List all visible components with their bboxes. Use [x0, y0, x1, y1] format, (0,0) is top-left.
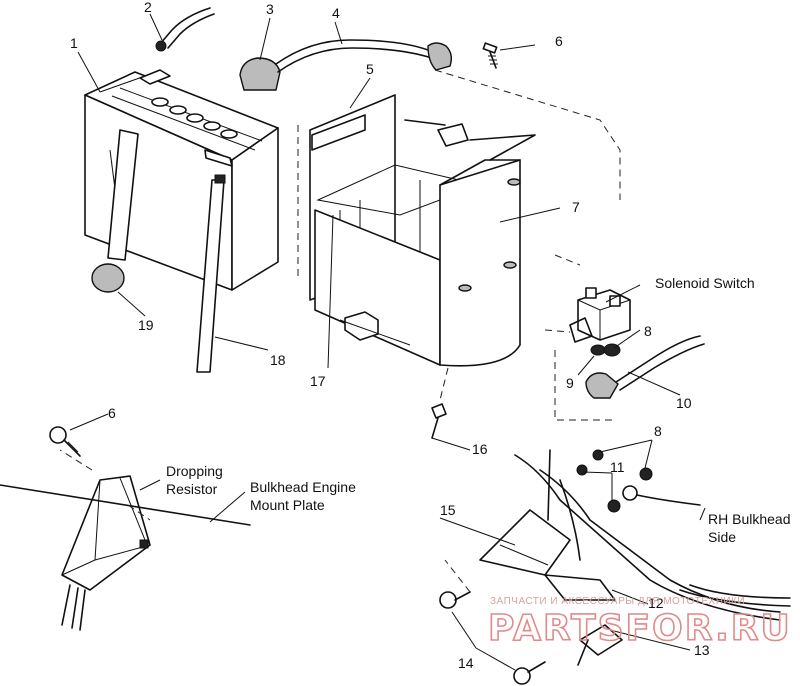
callout-6-left: 6	[108, 405, 116, 421]
starter-cable	[585, 335, 705, 399]
callout-13: 13	[694, 642, 710, 658]
bolts-14	[439, 591, 546, 685]
callout-2: 2	[144, 0, 152, 15]
leader-lines	[69, 13, 706, 671]
callout-numbers: 1 2 3 4 5 6 6 7 8 8 9 10 11 12 13 14 15 …	[70, 0, 710, 671]
callout-4: 4	[332, 5, 340, 21]
bolt-top	[482, 42, 498, 69]
label-dropping: Dropping	[166, 463, 223, 479]
callout-5: 5	[366, 61, 374, 77]
callout-9: 9	[566, 375, 574, 391]
bolt-resistor	[49, 426, 81, 457]
battery-cable-negative	[155, 7, 215, 52]
callout-8-solenoid: 8	[644, 323, 652, 339]
bolt-bottom	[431, 403, 447, 439]
phantom-lines	[59, 69, 621, 593]
text-labels: Solenoid Switch Dropping Resistor Bulkhe…	[166, 275, 791, 545]
watermark-tagline: ЗАПЧАСТИ И АКСЕССУАРЫ ДЛЯ МОТОТЕХНИКИ	[490, 596, 745, 607]
rh-bulkhead-assembly	[479, 449, 791, 666]
battery-hold-down-strap	[91, 129, 139, 293]
solenoid-switch	[569, 287, 631, 357]
callout-3: 3	[266, 1, 274, 17]
callout-10: 10	[676, 395, 692, 411]
callout-6-top: 6	[555, 33, 563, 49]
label-bulkhead-engine: Bulkhead Engine	[250, 479, 356, 495]
callout-19: 19	[138, 317, 154, 333]
label-solenoid-switch: Solenoid Switch	[655, 275, 755, 291]
callout-7: 7	[572, 199, 580, 215]
callout-1: 1	[70, 35, 78, 51]
label-rh-bulkhead: RH Bulkhead	[708, 511, 791, 527]
callout-12: 12	[648, 595, 664, 611]
callout-8-bulkhead: 8	[654, 423, 662, 439]
callout-17: 17	[310, 373, 326, 389]
watermark-logo: PARTSFOR.RU	[488, 608, 792, 649]
label-resistor: Resistor	[166, 481, 218, 497]
battery-box	[309, 94, 536, 367]
bulkhead-plate-edge	[0, 484, 251, 526]
callout-18: 18	[270, 352, 286, 368]
label-side: Side	[708, 529, 736, 545]
watermark: ЗАПЧАСТИ И АКСЕССУАРЫ ДЛЯ МОТОТЕХНИКИ PA…	[487, 596, 792, 650]
callout-16: 16	[472, 441, 488, 457]
label-mount-plate: Mount Plate	[250, 497, 325, 513]
vent-tube	[196, 174, 226, 373]
callout-14: 14	[458, 655, 474, 671]
callout-11: 11	[610, 459, 625, 475]
callout-15: 15	[440, 502, 456, 518]
battery-cable-positive	[239, 39, 453, 91]
dropping-resistor	[61, 475, 151, 631]
